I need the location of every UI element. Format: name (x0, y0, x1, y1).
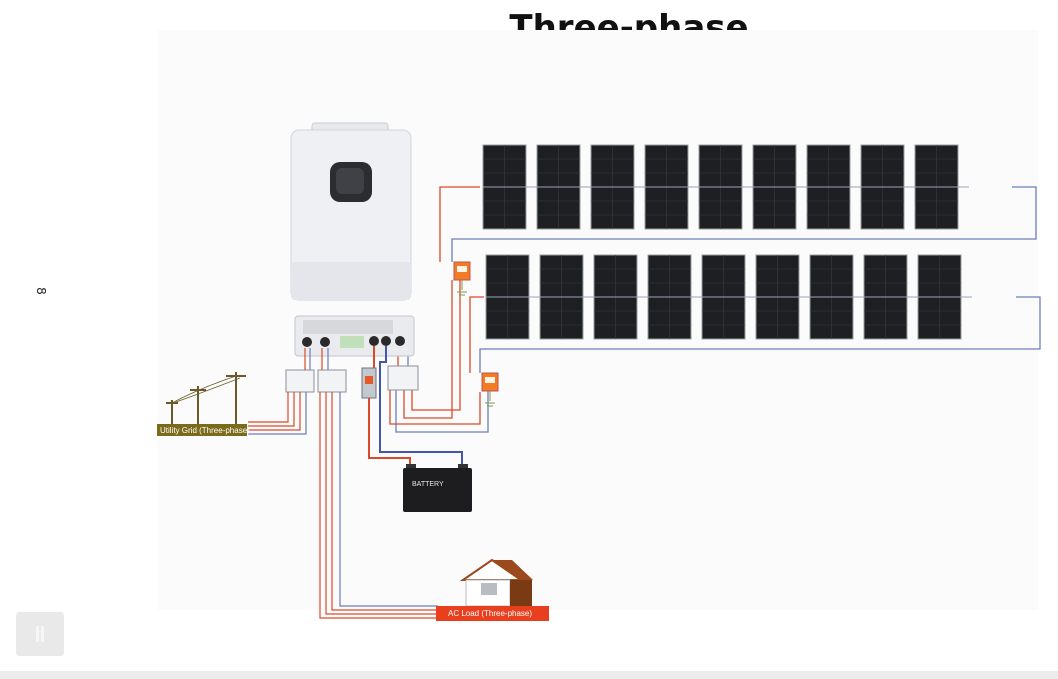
solar-array (482, 144, 972, 340)
ac-breakers (285, 365, 419, 399)
pv-row1-positive-wire (439, 186, 480, 262)
pause-button[interactable] (16, 612, 64, 656)
pv1-to-breaker-wire (411, 280, 461, 411)
bottom-bar (0, 671, 1058, 679)
inverter-terminal-panel (294, 315, 415, 357)
utility-grid-label: Utility Grid (Three-phase) (160, 426, 250, 435)
pv-row1-negative-wire (451, 186, 1037, 262)
pv2-to-breaker-wire-2 (389, 382, 481, 425)
pv-row2-negative-wire (479, 296, 1041, 373)
pv1-to-breaker-wire-2 (403, 280, 453, 419)
battery: BATTERY (403, 464, 472, 512)
pause-icon (36, 626, 39, 642)
ac-load-label: AC Load (Three-phase) (448, 609, 532, 618)
inverter (290, 122, 412, 301)
ac-load-label-box (436, 606, 549, 621)
pv-row2-positive-wire (469, 296, 484, 373)
house-icon (459, 558, 533, 607)
pv-surge-protector-1 (453, 261, 471, 296)
pv-surge-protector-2 (481, 372, 499, 407)
battery-label: BATTERY (412, 481, 444, 488)
ac-wiring (248, 346, 463, 619)
pv2-to-breaker-wire (395, 382, 489, 433)
utility-grid-label-box (157, 424, 247, 436)
power-pole-icon (166, 372, 246, 424)
pv-wiring (389, 186, 1041, 433)
pv-breaker (387, 365, 419, 391)
